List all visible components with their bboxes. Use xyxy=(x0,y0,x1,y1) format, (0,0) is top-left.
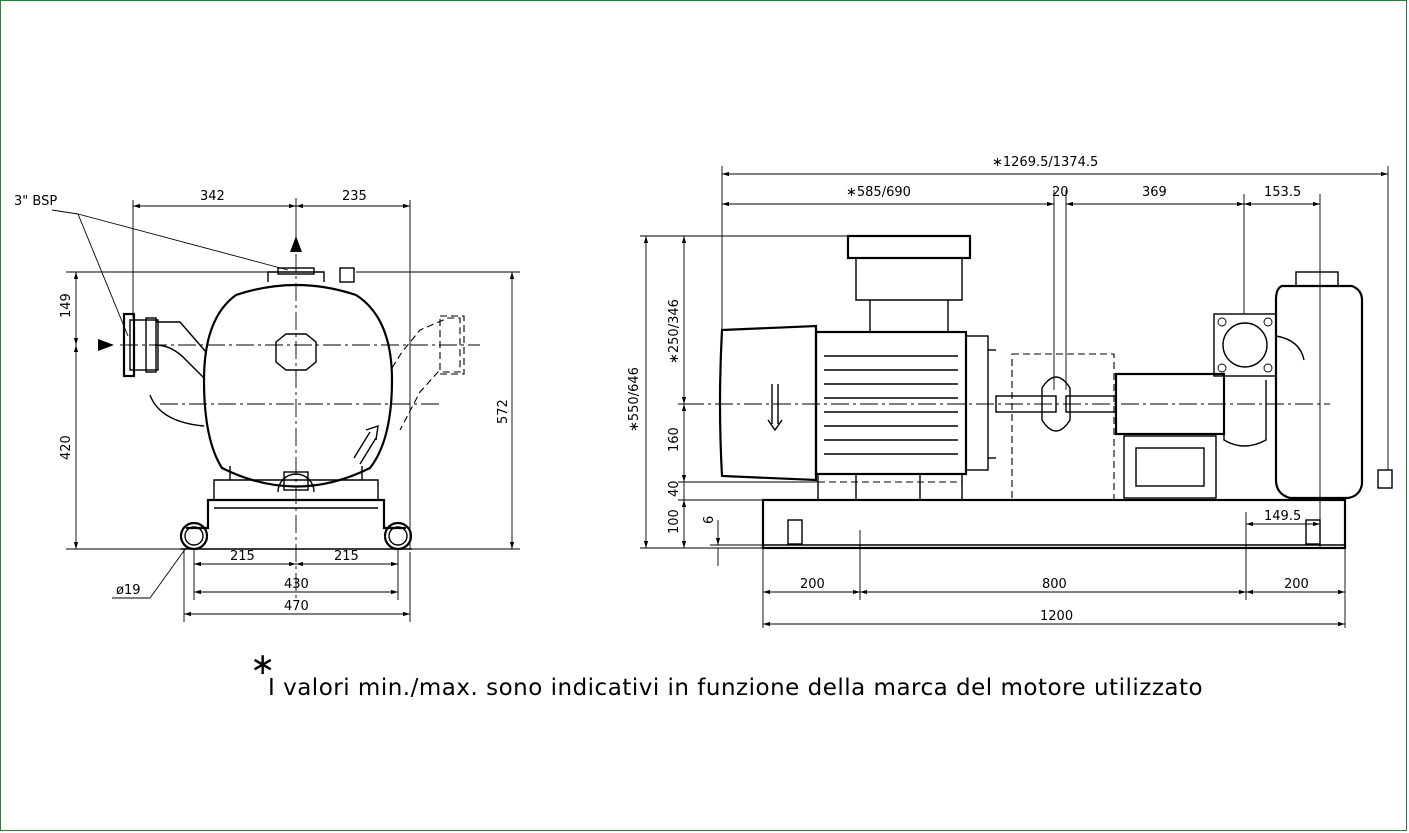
dim-motor-length: ∗585/690 xyxy=(846,185,911,200)
front-view: 3" BSP 342 235 149 420 572 215 215 430 4… xyxy=(14,189,520,622)
casing-plug xyxy=(275,333,317,371)
dim-40: 40 xyxy=(667,480,682,497)
dim-572: 572 xyxy=(496,399,511,424)
dim-342: 342 xyxy=(200,189,225,204)
dim-215-left: 215 xyxy=(230,549,255,564)
dim-420: 420 xyxy=(59,435,74,460)
pump-flange xyxy=(1213,313,1277,377)
motor-body xyxy=(814,330,968,476)
pump-casing xyxy=(202,283,394,488)
hole-label: ø19 xyxy=(116,583,141,598)
dim-470: 470 xyxy=(284,599,309,614)
dim-153-5: 153.5 xyxy=(1264,185,1301,200)
dim-369: 369 xyxy=(1142,185,1167,200)
dim-motor-height: ∗250/346 xyxy=(667,299,682,364)
dim-base-mid: 800 xyxy=(1042,577,1067,592)
dim-total-height: ∗550/646 xyxy=(627,367,642,432)
coupling-guard xyxy=(1011,353,1115,501)
side-view: ∗1269.5/1374.5 ∗585/690 20 369 153.5 ∗55… xyxy=(627,155,1393,628)
dim-total-length: ∗1269.5/1374.5 xyxy=(992,155,1098,170)
dim-430: 430 xyxy=(284,577,309,592)
dim-235: 235 xyxy=(342,189,367,204)
dim-base-total: 1200 xyxy=(1040,609,1073,624)
dim-base-right: 200 xyxy=(1284,577,1309,592)
footnote-asterisk: ∗ xyxy=(250,647,275,682)
dim-100: 100 xyxy=(667,509,682,534)
dim-149: 149 xyxy=(59,293,74,318)
pump-body-side xyxy=(1274,284,1364,500)
motor-fan-cover xyxy=(718,324,818,482)
connection-label: 3" BSP xyxy=(14,194,57,209)
dim-base-left: 200 xyxy=(800,577,825,592)
dim-6: 6 xyxy=(702,516,717,524)
dim-215-right: 215 xyxy=(334,549,359,564)
dim-160: 160 xyxy=(667,427,682,452)
dim-149-5: 149.5 xyxy=(1264,509,1301,524)
footnote: ∗ I valori min./max. sono indicativi in … xyxy=(250,647,1203,701)
terminal-box xyxy=(846,234,972,260)
dim-gap: 20 xyxy=(1052,185,1069,200)
footnote-text: I valori min./max. sono indicativi in fu… xyxy=(268,675,1203,701)
